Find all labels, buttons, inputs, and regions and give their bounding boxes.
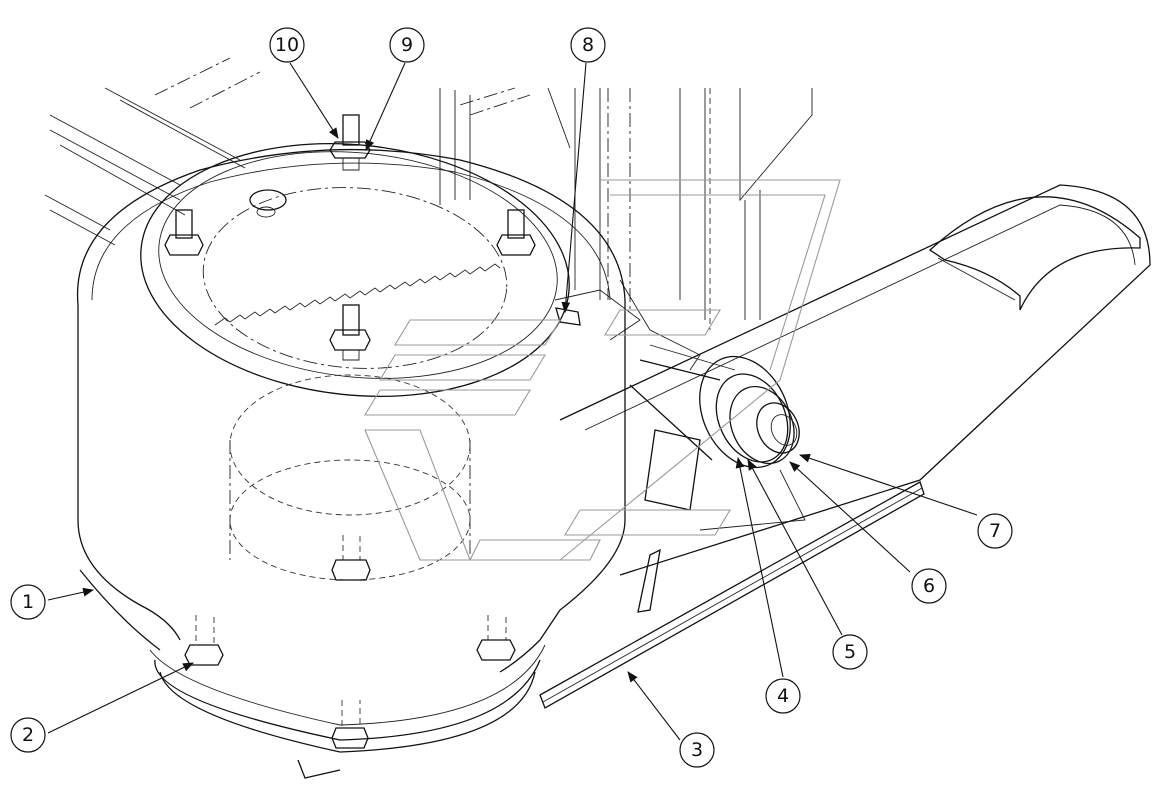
callout-4: 4 — [765, 678, 801, 714]
callout-4-label: 4 — [777, 685, 789, 707]
frame-structure — [44, 57, 813, 330]
pivot-bolt-assembly — [629, 344, 800, 469]
small-bolt-8 — [555, 307, 581, 326]
callout-10: 10 — [269, 27, 305, 63]
stud-bottom-right — [476, 615, 516, 661]
callout-3: 3 — [679, 732, 715, 768]
air-spring — [76, 143, 626, 779]
callout-8-label: 8 — [582, 34, 594, 56]
stud-bottom-front — [331, 700, 369, 749]
callout-2-label: 2 — [22, 724, 34, 746]
callout-2: 2 — [10, 717, 46, 753]
trailing-arm — [559, 184, 1151, 576]
stud-top-center — [329, 114, 371, 171]
callout-1-label: 1 — [22, 591, 34, 613]
callout-9: 9 — [389, 27, 425, 63]
callout-6: 6 — [911, 568, 947, 604]
watermark-logo — [364, 179, 841, 561]
callout-7: 7 — [977, 513, 1013, 549]
callout-8: 8 — [570, 27, 606, 63]
callout-6-label: 6 — [923, 575, 935, 597]
callout-3-label: 3 — [691, 739, 703, 761]
callout-5-label: 5 — [844, 641, 856, 663]
callout-5: 5 — [832, 634, 868, 670]
leader-lines — [47, 62, 978, 741]
axle-bracket — [554, 279, 806, 613]
callout-7-label: 7 — [989, 520, 1001, 542]
callout-1: 1 — [10, 584, 46, 620]
stud-nuts — [164, 114, 581, 749]
wear-strip — [539, 481, 925, 709]
stud-left — [164, 209, 204, 256]
stud-right — [496, 209, 536, 256]
stud-bottom-left — [184, 615, 224, 666]
stud-bottom-center — [331, 535, 371, 581]
weld-seam — [214, 263, 501, 326]
stud-front — [329, 304, 371, 361]
callout-10-label: 10 — [275, 34, 299, 56]
callout-9-label: 9 — [401, 34, 413, 56]
